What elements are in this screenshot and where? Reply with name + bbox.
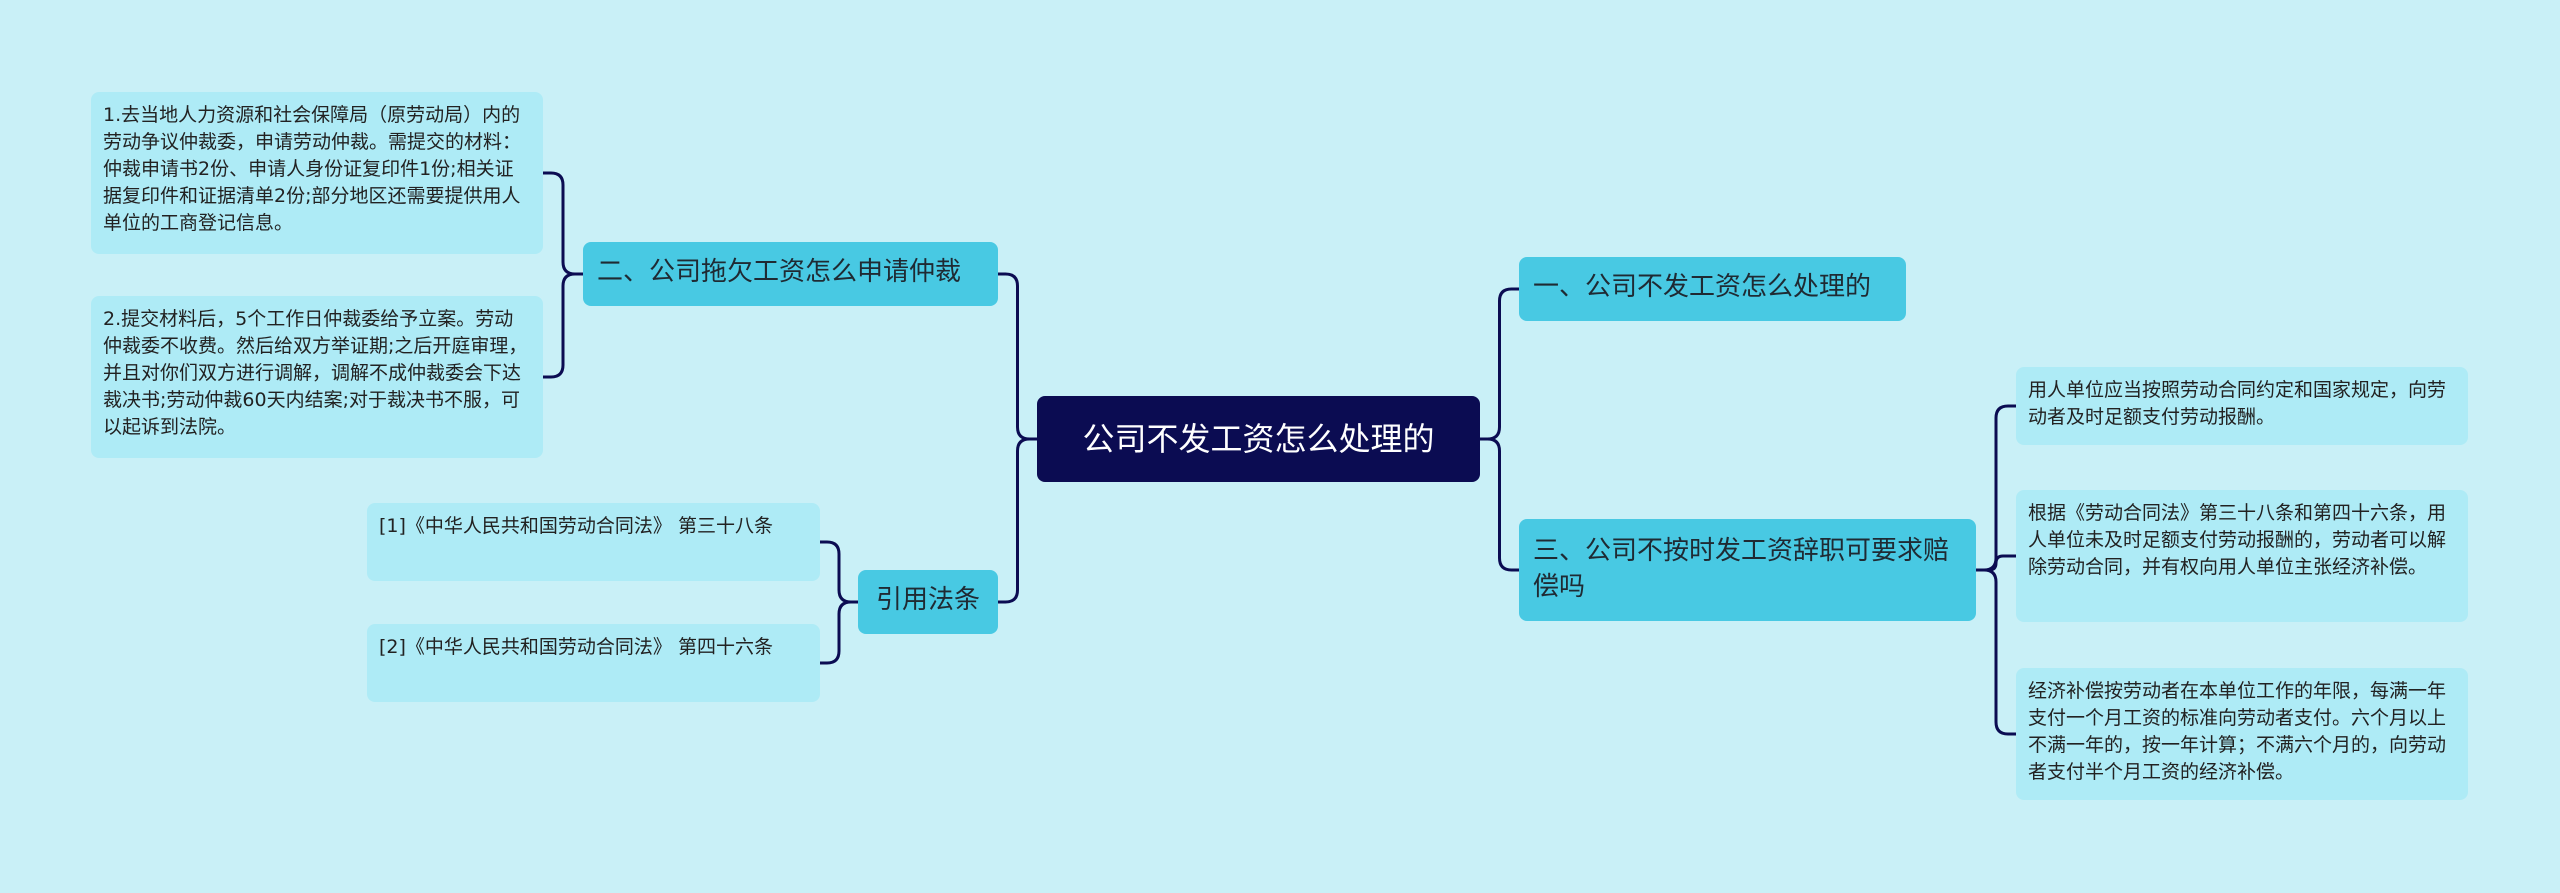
leaf-text: [2]《中华人民共和国劳动合同法》 第四十六条 <box>379 636 773 658</box>
connector-line <box>820 540 858 604</box>
root-topic-label: 公司不发工资怎么处理的 <box>1082 420 1435 458</box>
branch-resign-compensation[interactable]: 三、公司不按时发工资辞职可要求赔偿吗 <box>1519 519 1976 621</box>
leaf-law-article-46[interactable]: [2]《中华人民共和国劳动合同法》 第四十六条 <box>367 624 820 702</box>
branch-label: 三、公司不按时发工资辞职可要求赔偿吗 <box>1533 536 1950 602</box>
leaf-right-to-terminate[interactable]: 根据《劳动合同法》第三十八条和第四十六条，用人单位未及时足额支付劳动报酬的，劳动… <box>2016 490 2468 622</box>
connector-line <box>1976 404 2016 572</box>
leaf-text: 用人单位应当按照劳动合同约定和国家规定，向劳动者及时足额支付劳动报酬。 <box>2028 379 2447 428</box>
connector-line <box>1480 437 1519 572</box>
connector-line <box>543 171 583 276</box>
leaf-employer-obligation[interactable]: 用人单位应当按照劳动合同约定和国家规定，向劳动者及时足额支付劳动报酬。 <box>2016 367 2468 445</box>
branch-cited-laws[interactable]: 引用法条 <box>858 570 998 634</box>
connector-line <box>543 272 583 379</box>
branch-apply-arbitration[interactable]: 二、公司拖欠工资怎么申请仲裁 <box>583 242 998 306</box>
leaf-compensation-standard[interactable]: 经济补偿按劳动者在本单位工作的年限，每满一年支付一个月工资的标准向劳动者支付。六… <box>2016 668 2468 800</box>
leaf-arbitration-step-2[interactable]: 2.提交材料后，5个工作日仲裁委给予立案。劳动仲裁委不收费。然后给双方举证期;之… <box>91 296 543 458</box>
leaf-text: 1.去当地人力资源和社会保障局（原劳动局）内的劳动争议仲裁委，申请劳动仲裁。需提… <box>103 104 522 234</box>
connector-line <box>1976 568 2016 736</box>
branch-label: 二、公司拖欠工资怎么申请仲裁 <box>597 257 962 287</box>
root-topic[interactable]: 公司不发工资怎么处理的 <box>1037 396 1480 482</box>
connector-line <box>998 437 1037 604</box>
leaf-arbitration-step-1[interactable]: 1.去当地人力资源和社会保障局（原劳动局）内的劳动争议仲裁委，申请劳动仲裁。需提… <box>91 92 543 254</box>
connector-line <box>820 600 858 665</box>
leaf-text: 经济补偿按劳动者在本单位工作的年限，每满一年支付一个月工资的标准向劳动者支付。六… <box>2028 680 2447 783</box>
leaf-text: [1]《中华人民共和国劳动合同法》 第三十八条 <box>379 515 773 537</box>
branch-label: 引用法条 <box>875 585 980 615</box>
connector-line <box>1480 287 1519 441</box>
leaf-text: 2.提交材料后，5个工作日仲裁委给予立案。劳动仲裁委不收费。然后给双方举证期;之… <box>103 308 528 438</box>
leaf-law-article-38[interactable]: [1]《中华人民共和国劳动合同法》 第三十八条 <box>367 503 820 581</box>
branch-label: 一、公司不发工资怎么处理的 <box>1533 272 1872 302</box>
leaf-text: 根据《劳动合同法》第三十八条和第四十六条，用人单位未及时足额支付劳动报酬的，劳动… <box>2028 502 2447 578</box>
connector-line <box>1976 554 2016 572</box>
branch-how-to-handle[interactable]: 一、公司不发工资怎么处理的 <box>1519 257 1906 321</box>
connector-line <box>998 272 1037 441</box>
